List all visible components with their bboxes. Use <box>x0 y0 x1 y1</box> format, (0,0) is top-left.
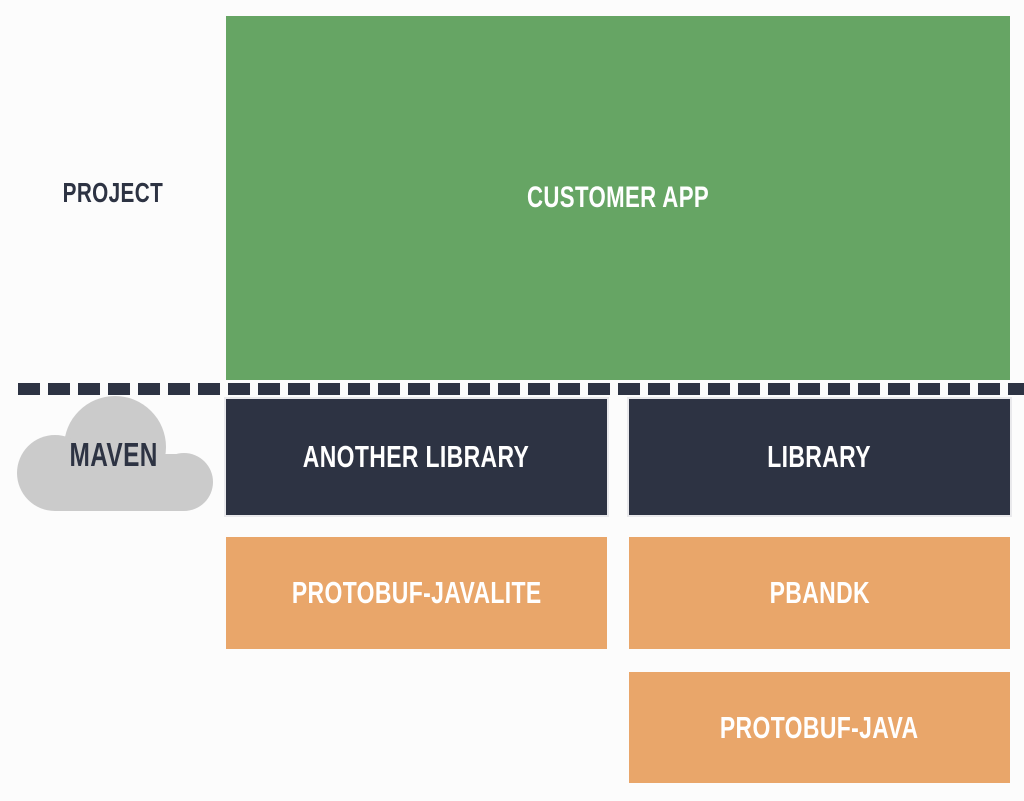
project-layer-label-text: PROJECT <box>62 177 164 208</box>
library-label: LIBRARY <box>767 439 872 474</box>
maven-label: MAVEN <box>14 436 214 473</box>
maven-cloud-icon <box>14 394 214 519</box>
protobuf-java-box: PROTOBUF-JAVA <box>629 672 1010 783</box>
library-box: LIBRARY <box>629 399 1010 515</box>
maven-label-text: MAVEN <box>69 436 159 473</box>
another-library-label: ANOTHER LIBRARY <box>303 439 530 474</box>
customer-app-label: CUSTOMER APP <box>526 181 710 214</box>
pbandk-box: PBANDK <box>629 537 1010 649</box>
customer-app-box: CUSTOMER APP <box>226 16 1010 380</box>
layer-divider-dashed-line <box>18 383 1024 395</box>
protobuf-javalite-label: PROTOBUF-JAVALITE <box>291 575 542 610</box>
pbandk-label: PBANDK <box>769 575 870 610</box>
protobuf-java-label: PROTOBUF-JAVA <box>720 709 919 745</box>
another-library-box: ANOTHER LIBRARY <box>226 399 607 515</box>
protobuf-javalite-box: PROTOBUF-JAVALITE <box>226 537 607 649</box>
project-layer-label: PROJECT <box>0 177 226 208</box>
